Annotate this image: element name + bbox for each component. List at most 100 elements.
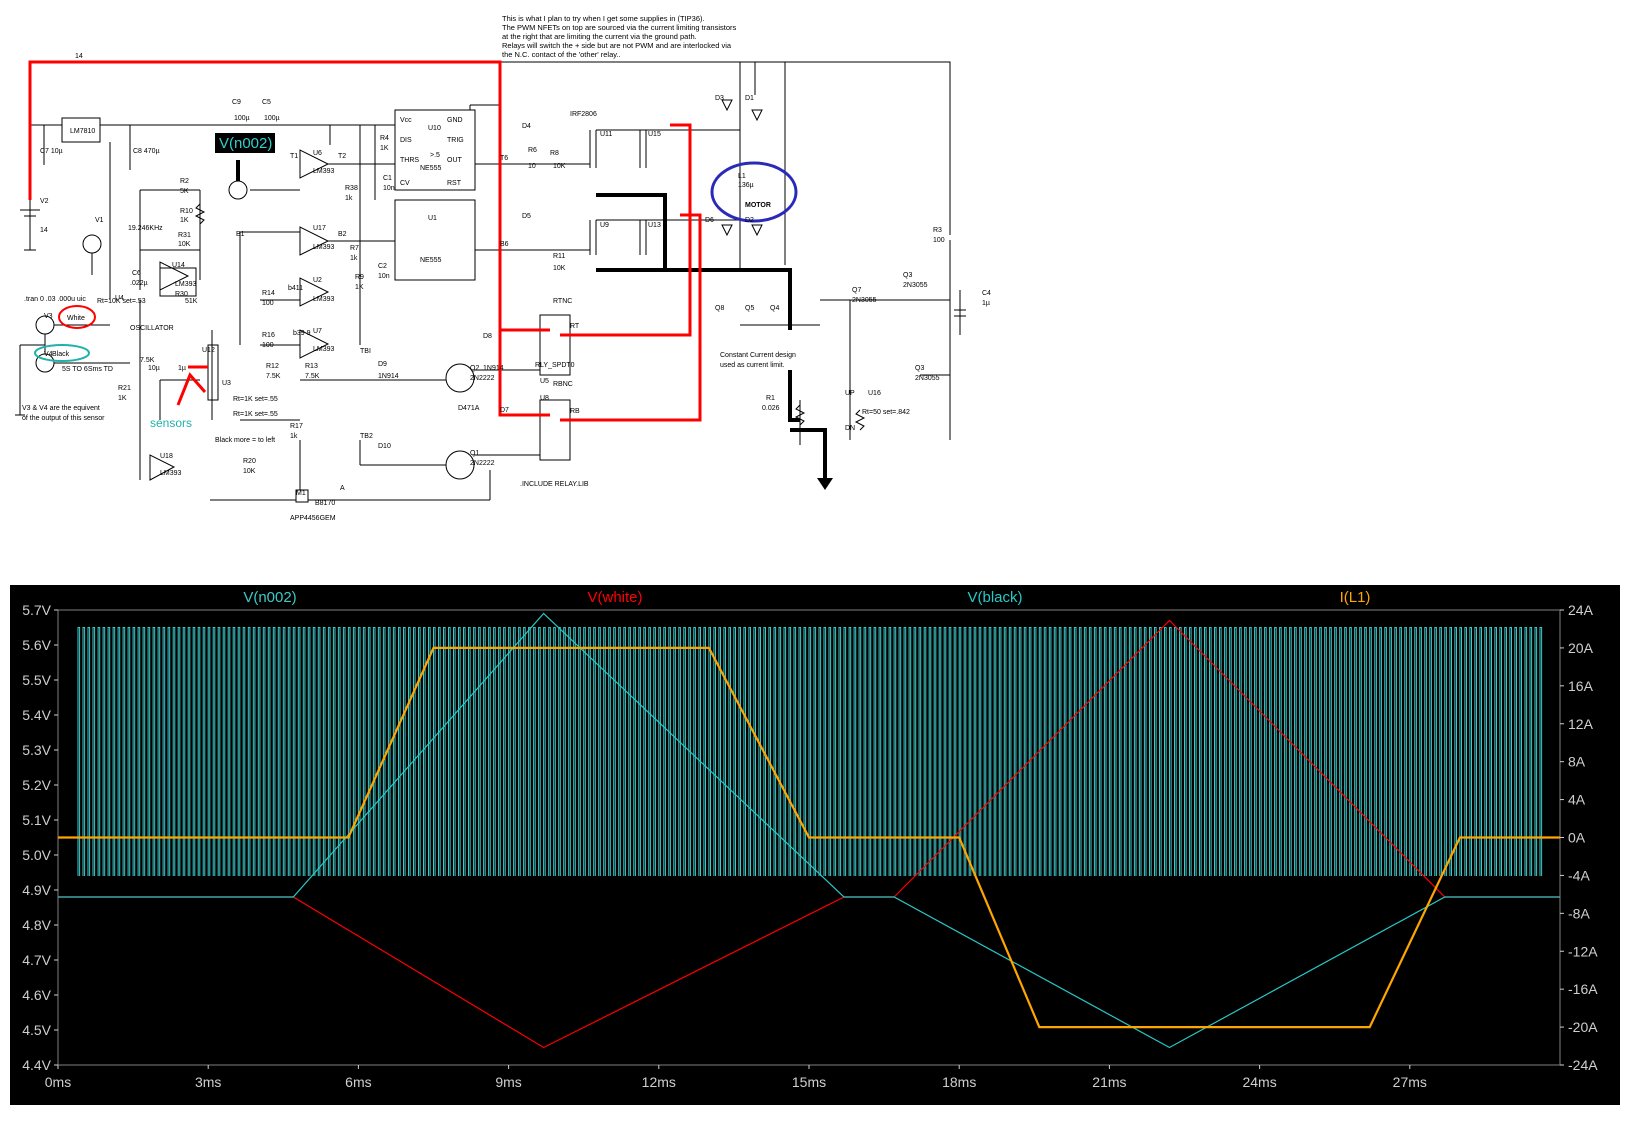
component-label: B6 xyxy=(500,241,509,248)
component-label: GND xyxy=(447,117,463,124)
v3v4-note: of the output of this sensor xyxy=(22,415,105,422)
component-label: R38 xyxy=(345,185,358,192)
component-label: LM393 xyxy=(313,168,335,175)
component-label: b411 xyxy=(288,285,303,292)
component-label: 1K xyxy=(180,217,189,224)
component-label: OUT xyxy=(447,157,463,164)
component-label: D1 xyxy=(745,95,754,102)
y-right-tick-label: -8A xyxy=(1568,905,1590,921)
component-label: 10K xyxy=(553,265,566,272)
component-label: 1k xyxy=(350,255,358,262)
y-left-tick-label: 5.4V xyxy=(22,707,51,723)
component-label: b39 9 xyxy=(293,330,311,337)
component-label: V2 xyxy=(40,198,49,205)
note-line: Relays will switch the + side but are no… xyxy=(502,41,732,50)
component-label: U13 xyxy=(648,222,661,229)
component-label: R2 xyxy=(180,178,189,185)
component-label: C2 xyxy=(378,263,387,270)
component-label: Rt=10K set=.53 xyxy=(97,298,146,305)
component-label: R11 xyxy=(553,253,565,260)
include-label: .INCLUDE RELAY.LIB xyxy=(520,481,589,488)
wire-label: 14 xyxy=(75,53,83,60)
component-label: TB2 xyxy=(360,433,373,440)
component-label: 14 xyxy=(40,227,48,234)
y-left-tick-label: 5.1V xyxy=(22,812,51,828)
component-label: 1k xyxy=(345,195,353,202)
y-left-tick-label: 5.2V xyxy=(22,777,51,793)
component-label: U12 xyxy=(202,347,215,354)
component-label: D471A xyxy=(458,405,480,412)
component-label: R8 xyxy=(550,150,559,157)
component-label: Q2 xyxy=(470,365,479,372)
component-label: D8 xyxy=(483,333,492,340)
component-label: 10K xyxy=(243,468,256,475)
component-label: B2 xyxy=(338,231,347,238)
x-tick-label: 27ms xyxy=(1393,1074,1427,1090)
component-label: R17 xyxy=(290,423,303,430)
component-label: T2 xyxy=(338,153,346,160)
series-v-n002 xyxy=(77,627,1543,876)
black-highlight xyxy=(34,344,90,362)
series-v-black xyxy=(58,612,1560,1049)
component-label: C1 xyxy=(383,175,392,182)
component-label: APP4456GEM xyxy=(290,515,336,522)
x-tick-label: 3ms xyxy=(195,1074,221,1090)
component-label: .022µ xyxy=(130,280,148,287)
component-label: 10K xyxy=(178,241,191,248)
component-label: Rt=1K set=.55 xyxy=(233,396,278,403)
motor-label: MOTOR xyxy=(745,202,771,209)
td-label: 5S TO 6Sms TD xyxy=(62,366,113,373)
x-tick-label: 21ms xyxy=(1092,1074,1126,1090)
component-label: U16 xyxy=(868,390,881,397)
component-label: U1 xyxy=(428,215,437,222)
component-label: 100 xyxy=(933,237,945,244)
component-label: R13 xyxy=(305,363,318,370)
component-label: U6 xyxy=(313,150,322,157)
y-left-tick-label: 5.6V xyxy=(22,637,51,653)
component-label: R7 xyxy=(350,245,359,252)
component-label: Q3 xyxy=(903,272,912,279)
x-tick-label: 24ms xyxy=(1242,1074,1276,1090)
component-label: D10 xyxy=(378,443,391,450)
component-label: U17 xyxy=(313,225,326,232)
probe-label: V(n002) xyxy=(219,135,272,152)
component-label: IRF2806 xyxy=(570,111,597,118)
component-label: M1 xyxy=(296,490,306,497)
component-label: 10n xyxy=(378,273,390,280)
y-left-tick-label: 4.9V xyxy=(22,882,51,898)
component-label: 0.026 xyxy=(762,405,780,412)
component-label: DIS xyxy=(400,137,412,144)
component-label: 100µ xyxy=(264,115,280,122)
y-right-tick-label: 20A xyxy=(1568,640,1594,656)
y-right-tick-label: 24A xyxy=(1568,602,1594,618)
component-label: LM393 xyxy=(160,470,182,477)
component-label: U9 xyxy=(600,222,609,229)
series-title: I(L1) xyxy=(1340,589,1371,606)
note-line: The PWM NFETs on top are sourced via the… xyxy=(502,23,737,32)
component-label: 10n xyxy=(383,185,395,192)
component-label: 136µ xyxy=(738,182,754,189)
component-label: RBNC xyxy=(553,381,573,388)
schematic-diagram: V(n002) sensors White Black MOTOR OSCILL… xyxy=(15,53,991,522)
component-label: 2N2222 xyxy=(470,375,495,382)
component-label: U7 xyxy=(313,328,322,335)
component-label: Q4 xyxy=(770,305,779,312)
component-label: U2 xyxy=(313,277,322,284)
component-label: LM393 xyxy=(313,346,335,353)
component-label: LM393 xyxy=(175,281,197,288)
component-label: 7.5K xyxy=(140,357,155,364)
component-label: R31 xyxy=(178,232,191,239)
component-label: 1k xyxy=(290,433,298,440)
component-label: C7 10µ xyxy=(40,148,63,155)
y-left-tick-label: 5.3V xyxy=(22,742,51,758)
series-i-l1 xyxy=(58,646,1560,1029)
component-label: D3 xyxy=(715,95,724,102)
x-tick-label: 12ms xyxy=(642,1074,676,1090)
component-label: U18 xyxy=(160,453,173,460)
component-label: D6 xyxy=(705,217,714,224)
tran-label: .tran 0 .03 .000u uic xyxy=(24,296,86,303)
y-right-tick-label: -12A xyxy=(1568,943,1598,959)
sensors-label: sensors xyxy=(150,416,192,430)
